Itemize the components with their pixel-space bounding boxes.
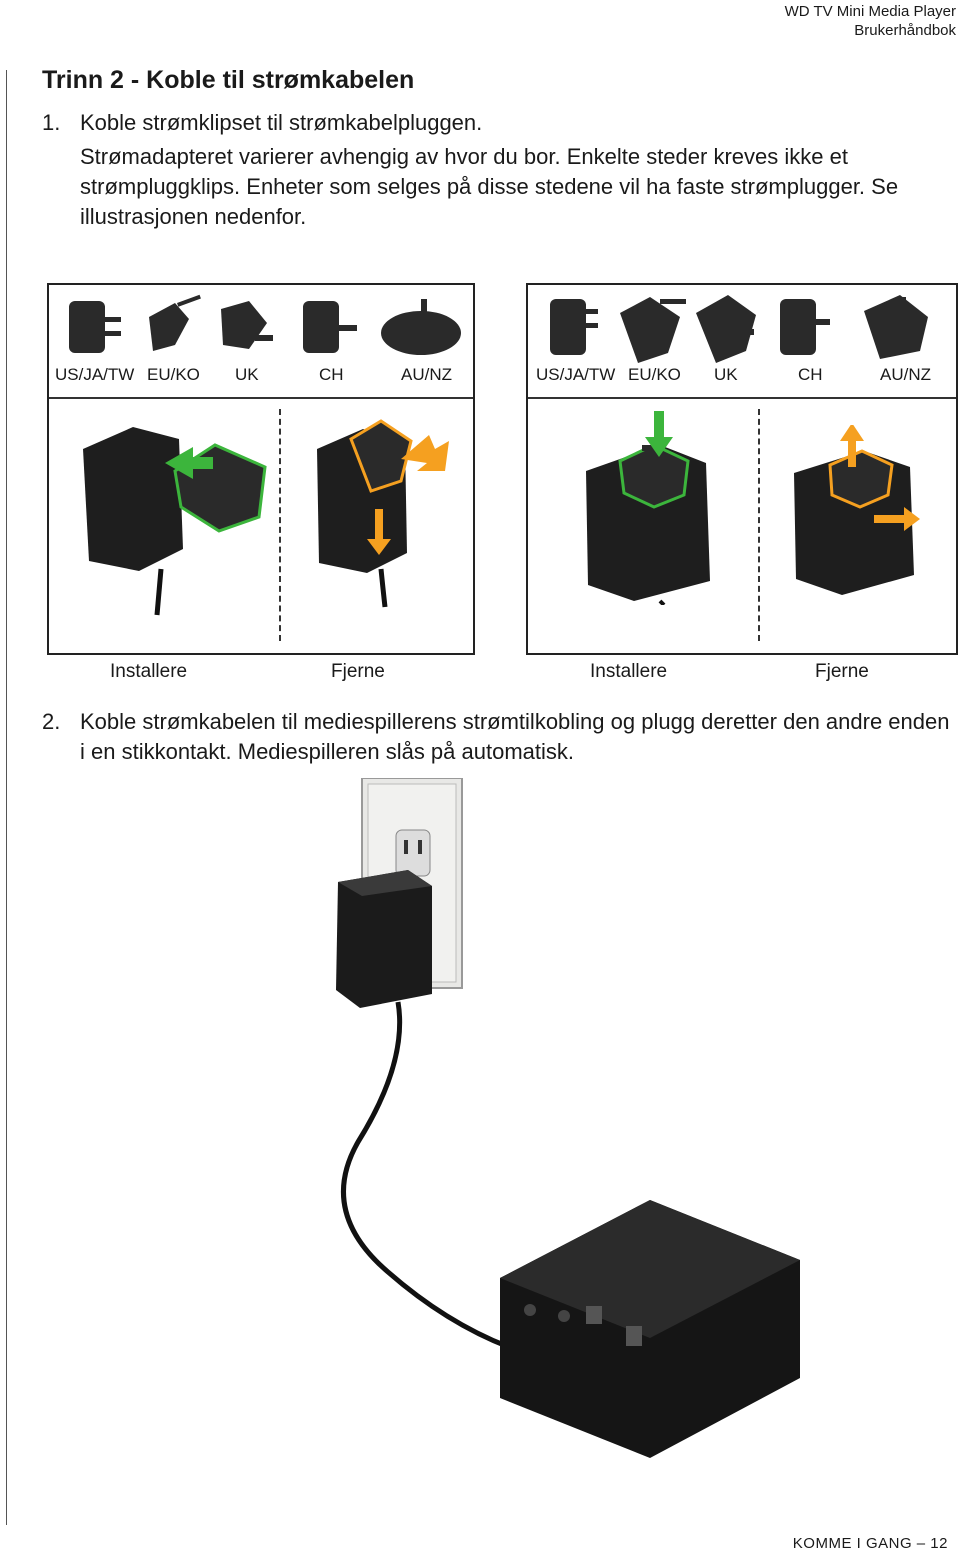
region-label-ch: CH bbox=[319, 365, 344, 384]
power-connection-illustration bbox=[336, 778, 800, 1458]
section-title: Trinn 2 - Koble til strømkabelen bbox=[42, 66, 415, 94]
caption-remove-right: Fjerne bbox=[815, 661, 869, 682]
step-1-note: Strømadapteret varierer avhengig av hvor… bbox=[80, 144, 899, 229]
caption-install-right: Installere bbox=[590, 661, 668, 682]
region-label-ch: CH bbox=[798, 365, 823, 384]
dashed-separator bbox=[758, 409, 760, 641]
step-1-text: Koble strømklipset til strømkabelpluggen… bbox=[80, 110, 483, 135]
region-label-us-ja-tw: US/JA/TW bbox=[536, 365, 616, 384]
panel-divider bbox=[528, 397, 956, 399]
region-label-au-nz: AU/NZ bbox=[401, 365, 452, 384]
region-label-uk: UK bbox=[714, 365, 738, 384]
plug-clips-row-icon bbox=[550, 295, 928, 363]
page-footer: KOMME I GANG – 12 bbox=[792, 1535, 948, 1552]
media-player-icon bbox=[500, 1200, 800, 1458]
power-adapter-icon bbox=[336, 870, 432, 1008]
panel-divider bbox=[49, 397, 473, 399]
plug-figure-right-panel: US/JA/TW EU/KO UK CH AU/NZ bbox=[526, 283, 958, 655]
running-header: WD TV Mini Media Player Brukerhåndbok bbox=[785, 2, 956, 40]
step-1-number: 1. bbox=[42, 110, 61, 135]
step-2-text: Koble strømkabelen til mediespillerens s… bbox=[80, 709, 950, 764]
region-label-eu-ko: EU/KO bbox=[147, 365, 200, 384]
region-label-us-ja-tw: US/JA/TW bbox=[55, 365, 135, 384]
header-manual: Brukerhåndbok bbox=[854, 22, 956, 39]
plug-figure-left-panel: US/JA/TW EU/KO UK CH AU/NZ bbox=[47, 283, 475, 655]
caption-install-left: Installere bbox=[110, 661, 188, 682]
header-product: WD TV Mini Media Player bbox=[784, 3, 956, 20]
adapter-remove-icon bbox=[794, 425, 920, 595]
region-label-au-nz: AU/NZ bbox=[880, 365, 931, 384]
dashed-separator bbox=[279, 409, 281, 641]
caption-remove-left: Fjerne bbox=[331, 661, 385, 682]
step-2-number: 2. bbox=[42, 709, 61, 734]
region-label-eu-ko: EU/KO bbox=[628, 365, 681, 384]
adapter-install-icon bbox=[83, 427, 267, 616]
page-margin-rule bbox=[6, 70, 7, 1525]
plug-clips-row-icon bbox=[69, 294, 461, 355]
region-label-uk: UK bbox=[235, 365, 259, 384]
adapter-install-icon bbox=[586, 411, 710, 605]
adapter-remove-icon bbox=[317, 419, 449, 608]
